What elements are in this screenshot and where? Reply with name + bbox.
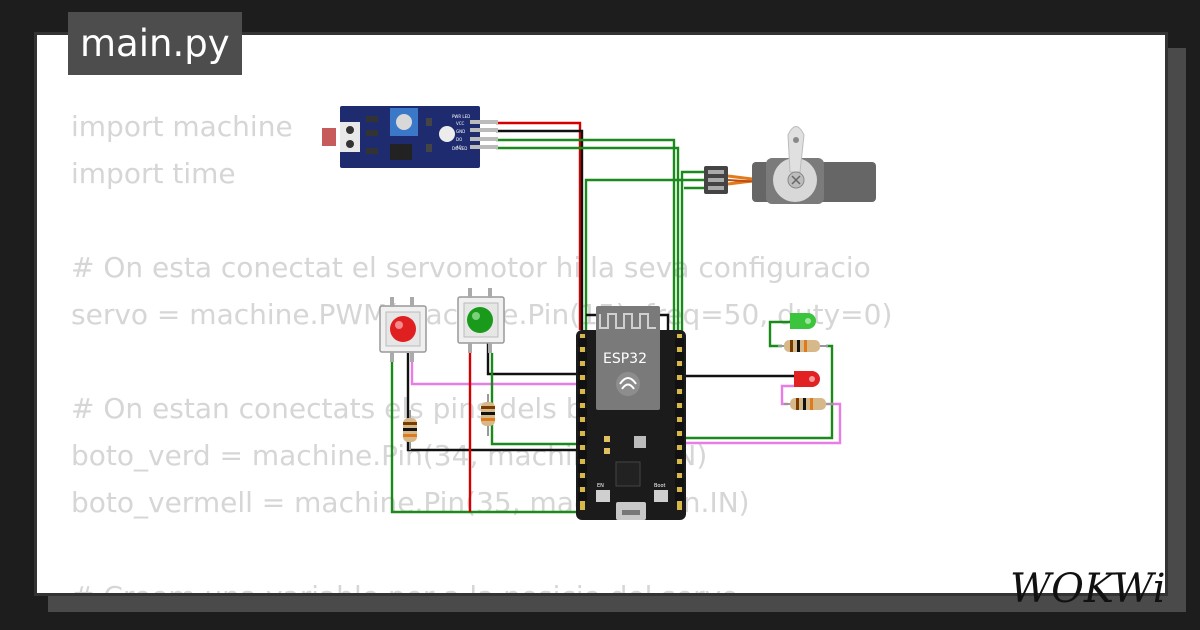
code-line: # Creem una variable per a la posicio de… [71,573,892,593]
esp32-module [596,306,660,410]
photoresistor-icon [322,128,336,146]
code-line: import time [71,157,236,190]
sensor-pin-do-label: DO [456,137,462,142]
led-red[interactable] [794,371,820,387]
led-green[interactable] [790,313,816,329]
resistor-button-green[interactable] [481,394,495,436]
esp32-label: ESP32 [603,351,647,367]
esp32-boot-label: Boot [654,483,666,489]
wire-servo-power [584,178,705,332]
code-line: import machine [71,110,293,143]
sensor-pwr-led-label: PWR LED [452,114,470,119]
antenna-icon [599,313,656,329]
wire-led-green-cathode [768,320,790,348]
light-sensor-module[interactable]: PWR LED DO LED VCC GND DO AO [322,106,498,168]
resistor-button-red[interactable] [403,410,417,450]
espressif-logo-icon [619,377,637,390]
wokwi-logo-text: WOKWi [1010,566,1166,612]
esp32-en-button[interactable] [596,490,610,502]
servo-horn-icon [787,126,805,173]
resistor-led-red[interactable] [784,398,834,410]
wire-button-red-green [390,353,582,514]
esp32-board[interactable]: ESP32 EN Boot [576,306,686,520]
wire-button-green-green [490,353,582,446]
esp32-boot-button[interactable] [654,490,668,502]
sensor-pin-ao-label: AO [456,145,462,150]
wire-led-green-resistor [682,344,834,440]
resistor-led-green[interactable] [778,340,828,352]
sensor-pin-vcc-label: VCC [456,121,465,126]
push-button-red[interactable] [379,297,427,362]
wire-button-red-black [406,353,582,452]
sensor-do-led-label: DO LED [452,146,467,151]
wokwi-logo: WOKWi [1010,566,1166,612]
servo-motor[interactable] [704,126,876,205]
esp32-en-label: EN [597,483,604,489]
wire-sensor-gnd [496,129,584,470]
wire-sensor-vcc [496,121,582,330]
file-tab[interactable]: main.py [68,12,242,75]
push-button-green[interactable] [457,288,505,353]
sensor-pin-gnd-label: GND [456,129,465,134]
